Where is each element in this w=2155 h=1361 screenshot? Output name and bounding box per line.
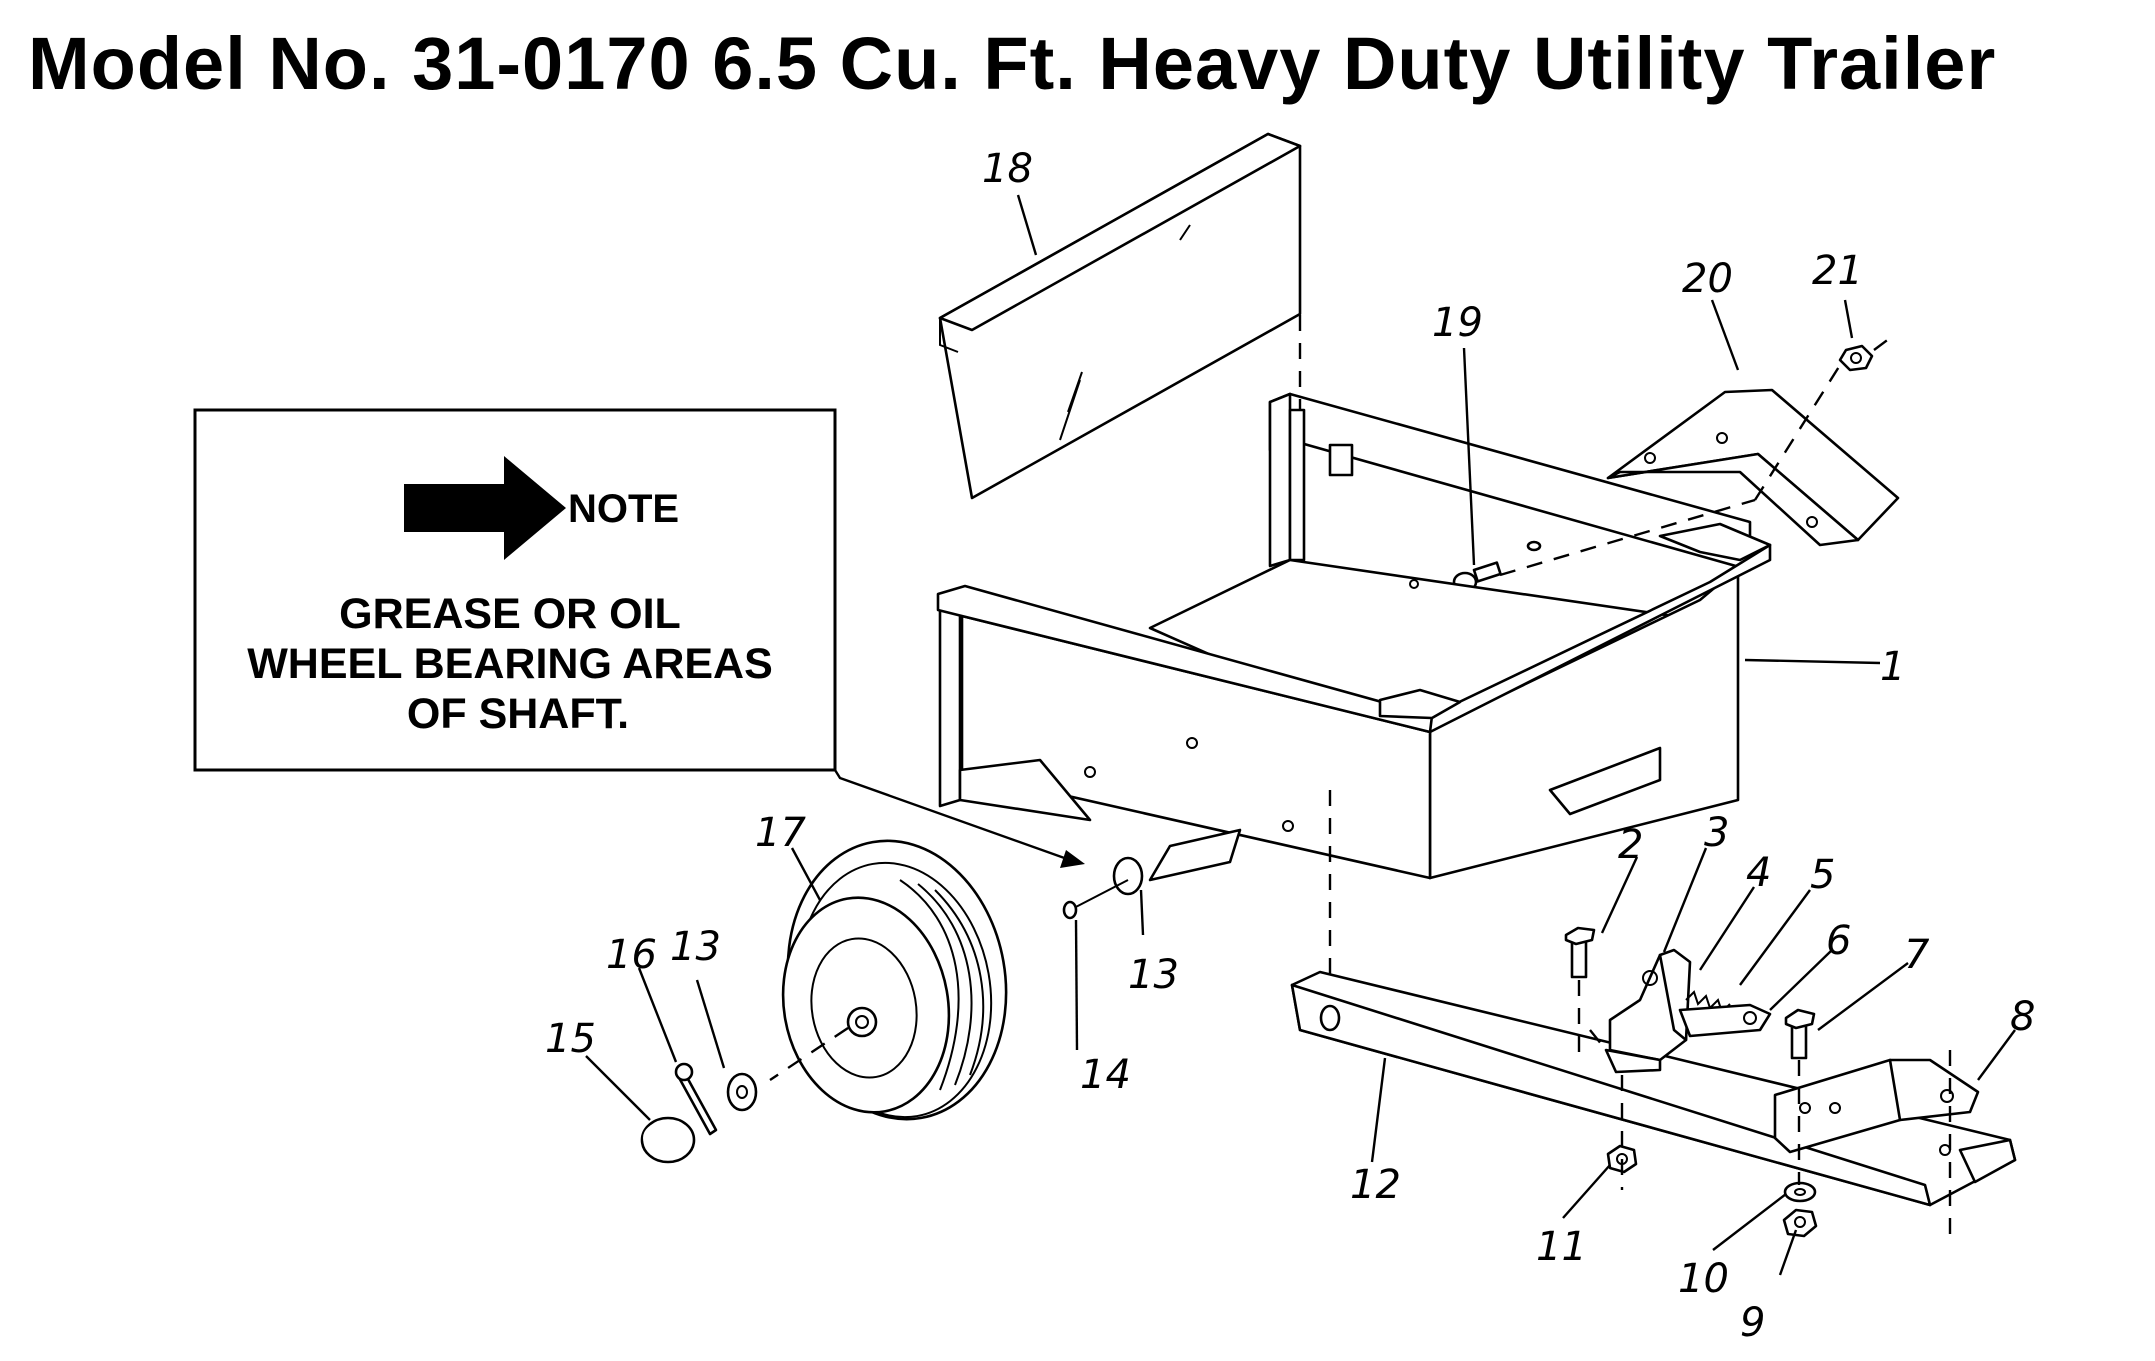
latch-assembly-parts	[1564, 926, 1816, 1074]
dump-box-part	[936, 392, 1772, 920]
callout-12: 12	[1350, 1162, 1401, 1208]
callout-2: 2	[1618, 822, 1643, 868]
note-leader-line	[833, 769, 1071, 862]
fender-part	[1606, 388, 1900, 547]
callout-13-shaft: 13	[1128, 952, 1179, 998]
callout-3: 3	[1704, 810, 1729, 856]
callout-10: 10	[1678, 1256, 1729, 1302]
callout-6: 6	[1826, 918, 1851, 964]
assembly-guide-lines	[1298, 315, 1952, 1235]
note-arrow-icon	[404, 456, 566, 560]
callout-19: 19	[1432, 300, 1483, 346]
callout-5: 5	[1810, 852, 1835, 898]
callout-16: 16	[606, 932, 657, 978]
note-line-2: WHEEL BEARING AREAS	[247, 640, 773, 688]
hitch-plate-part	[1773, 1058, 1980, 1156]
callout-21: 21	[1812, 248, 1863, 294]
callout-18: 18	[982, 146, 1033, 192]
callout-17: 17	[755, 810, 806, 856]
callout-11: 11	[1536, 1224, 1587, 1270]
callout-14: 14	[1080, 1052, 1131, 1098]
tailgate-part	[938, 132, 1302, 500]
note-line-3: OF SHAFT.	[407, 690, 629, 738]
note-flag-label: NOTE	[568, 487, 679, 531]
callout-numbers: 1 2 3 4 5 6 7 8 9 10 11 12 13 14 15 16 1…	[545, 146, 2035, 1346]
note-leader-arrowhead	[1060, 850, 1085, 868]
callout-9: 9	[1740, 1300, 1765, 1346]
callout-20: 20	[1682, 256, 1733, 302]
diagram-title: Model No. 31-0170 6.5 Cu. Ft. Heavy Duty…	[28, 22, 1997, 105]
callout-13-hub: 13	[670, 924, 721, 970]
grease-note-box: NOTE GREASE OR OIL WHEEL BEARING AREAS O…	[193, 408, 1085, 868]
callout-4: 4	[1746, 850, 1771, 896]
hitch-tongue-part	[1290, 970, 2017, 1207]
hub-hardware-parts	[640, 1027, 849, 1164]
callout-7: 7	[1904, 932, 1930, 978]
callout-leaders	[585, 194, 2016, 1276]
fender-nut-part	[1838, 337, 1891, 372]
callout-8: 8	[2010, 994, 2035, 1040]
note-line-1: GREASE OR OIL	[339, 590, 681, 638]
callout-15: 15	[545, 1016, 596, 1062]
callout-1: 1	[1880, 644, 1905, 690]
wheel-part	[781, 839, 1008, 1121]
